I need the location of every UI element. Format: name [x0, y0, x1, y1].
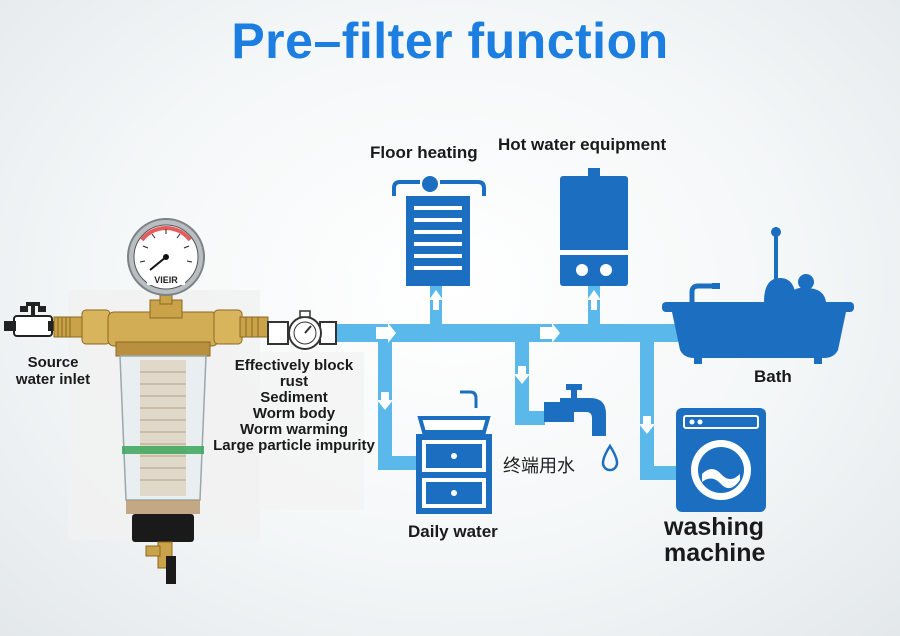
block-list-item-rust: rust — [279, 373, 309, 390]
branch-faucet — [515, 411, 545, 425]
terminal-water-label: 终端用水 — [503, 456, 575, 476]
washing-machine-label: washing machine — [664, 514, 765, 566]
water-heater-icon — [560, 168, 628, 286]
washing-machine-label-line2: machine — [664, 539, 766, 567]
bath-label: Bath — [754, 367, 792, 386]
washing-machine-icon — [676, 408, 766, 512]
flow-arrow-icon — [587, 290, 601, 310]
flow-arrow-icon — [376, 323, 396, 343]
water-drop-icon — [601, 443, 619, 472]
flow-arrow-icon — [540, 323, 560, 343]
daily-water-label: Daily water — [408, 522, 498, 541]
water-meter-icon — [267, 310, 337, 350]
source-label: Source water inlet — [8, 354, 98, 388]
block-list-item-large-particle: Large particle impurity — [213, 437, 375, 454]
flow-arrow-icon — [377, 392, 393, 410]
floor-heating-label: Floor heating — [370, 143, 478, 162]
sink-cabinet-icon — [416, 390, 492, 514]
pressure-gauge-icon — [127, 218, 205, 305]
page-title: Pre–filter function — [231, 13, 669, 69]
branch-washing — [640, 466, 676, 480]
flow-arrow-icon — [514, 366, 530, 384]
flow-arrows — [376, 290, 655, 434]
floor-heating-icon — [392, 176, 486, 286]
washing-machine-label-line1: washing — [664, 513, 765, 541]
faucet-icon — [544, 384, 606, 436]
list-backdrop — [258, 352, 364, 510]
prefilter-icon — [53, 299, 269, 584]
branch-daily-water — [378, 456, 418, 470]
drop-washing — [640, 340, 654, 480]
block-list-item-worm-body: Worm body — [252, 405, 336, 422]
hot-water-label: Hot water equipment — [498, 135, 667, 154]
block-list-item-sediment: Sediment — [260, 389, 328, 406]
block-list: Effectively block rust Sediment Worm bod… — [200, 358, 388, 454]
block-list-item-worm-warming: Worm warming — [239, 421, 349, 438]
gauge-brand-label: VIEIR — [154, 275, 178, 285]
flow-arrow-icon — [639, 416, 655, 434]
main-pipe — [330, 324, 678, 342]
bathtub-icon — [662, 227, 854, 364]
source-label-line1: Source — [27, 354, 79, 371]
flow-arrow-icon — [429, 290, 443, 310]
source-label-line2: water inlet — [15, 371, 91, 388]
valve-icon — [4, 302, 58, 337]
block-list-heading: Effectively block — [234, 357, 354, 374]
